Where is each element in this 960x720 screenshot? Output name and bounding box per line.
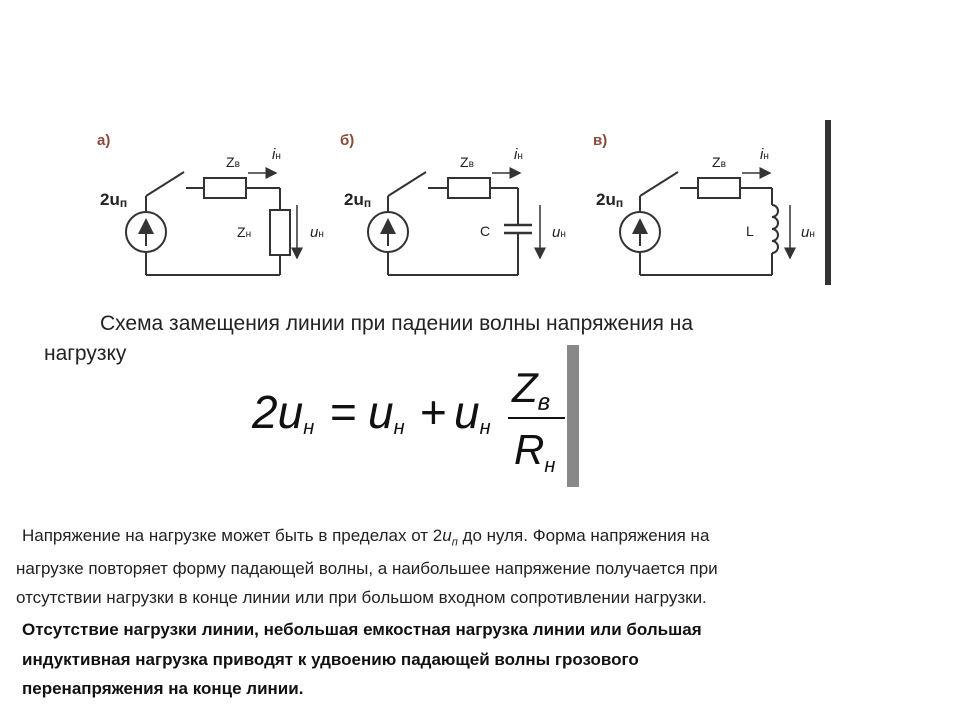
paragraph-2-line-3: перенапряжения на конце линии. [22,679,304,698]
vertical-bar-top [825,120,831,285]
svg-text:uн: uн [454,386,491,439]
svg-text:+: + [420,386,447,438]
paragraph-2-line-2: индуктивная нагрузка приводят к удвоению… [22,650,639,669]
svg-text:=: = [330,386,357,438]
svg-text:Rн: Rн [514,426,555,477]
panel-label-c: в) [593,132,607,149]
circuit-c: в) 2uп Zв iн L uн [593,132,815,276]
current-label-c: iн [760,146,769,163]
zv-label-a: Zв [226,154,240,170]
paragraph-1-line-2: нагрузке повторяет форму падающей волны,… [16,559,718,578]
caption-line-1: Схема замещения линии при падении волны … [100,312,694,335]
svg-text:uн: uн [368,386,405,439]
formula: 2uн = uн + uн Zв Rн [251,364,565,477]
zv-resistor-b [447,177,491,199]
paragraph-1-line-3: отсутствии нагрузки в конце линии или пр… [16,588,707,607]
load-label-b: C [480,223,490,239]
switch-a [145,171,185,197]
switch-c [639,171,679,197]
circuit-a: а) 2uп Zв iн Zн uн [97,132,324,276]
load-label-a: Zн [237,224,251,240]
svg-text:2uн: 2uн [251,386,314,439]
voltage-label-c: uн [801,224,815,241]
source-label-a: 2uп [100,190,127,210]
circuit-b: б) 2uп Zв iн C uн [340,132,566,276]
panel-label-b: б) [340,132,354,149]
source-label-b: 2uп [344,190,371,210]
zv-label-c: Zв [712,154,726,170]
circuit-diagrams: а) 2uп Zв iн Zн uн б) 2uп [97,132,815,276]
svg-text:Zв: Zв [511,364,550,416]
load-resistor-a [269,209,291,256]
voltage-label-a: uн [310,224,324,241]
inductor-coil [771,204,779,254]
vertical-bar-formula [567,345,579,487]
current-label-b: iн [514,146,523,163]
voltage-label-b: uн [552,224,566,241]
caption-line-2: нагрузку [44,342,127,365]
zv-resistor-c [697,177,741,199]
zv-resistor-a [203,177,247,199]
zv-label-b: Zв [460,154,474,170]
paragraph-2-line-1: Отсутствие нагрузки линии, небольшая емк… [22,620,702,639]
current-label-a: iн [272,146,281,163]
load-label-c: L [746,223,754,239]
paragraph-1-line-1: Напряжение на нагрузке может быть в пред… [22,526,710,549]
switch-b [387,171,427,197]
panel-label-a: а) [97,132,110,149]
source-label-c: 2uп [596,190,623,210]
